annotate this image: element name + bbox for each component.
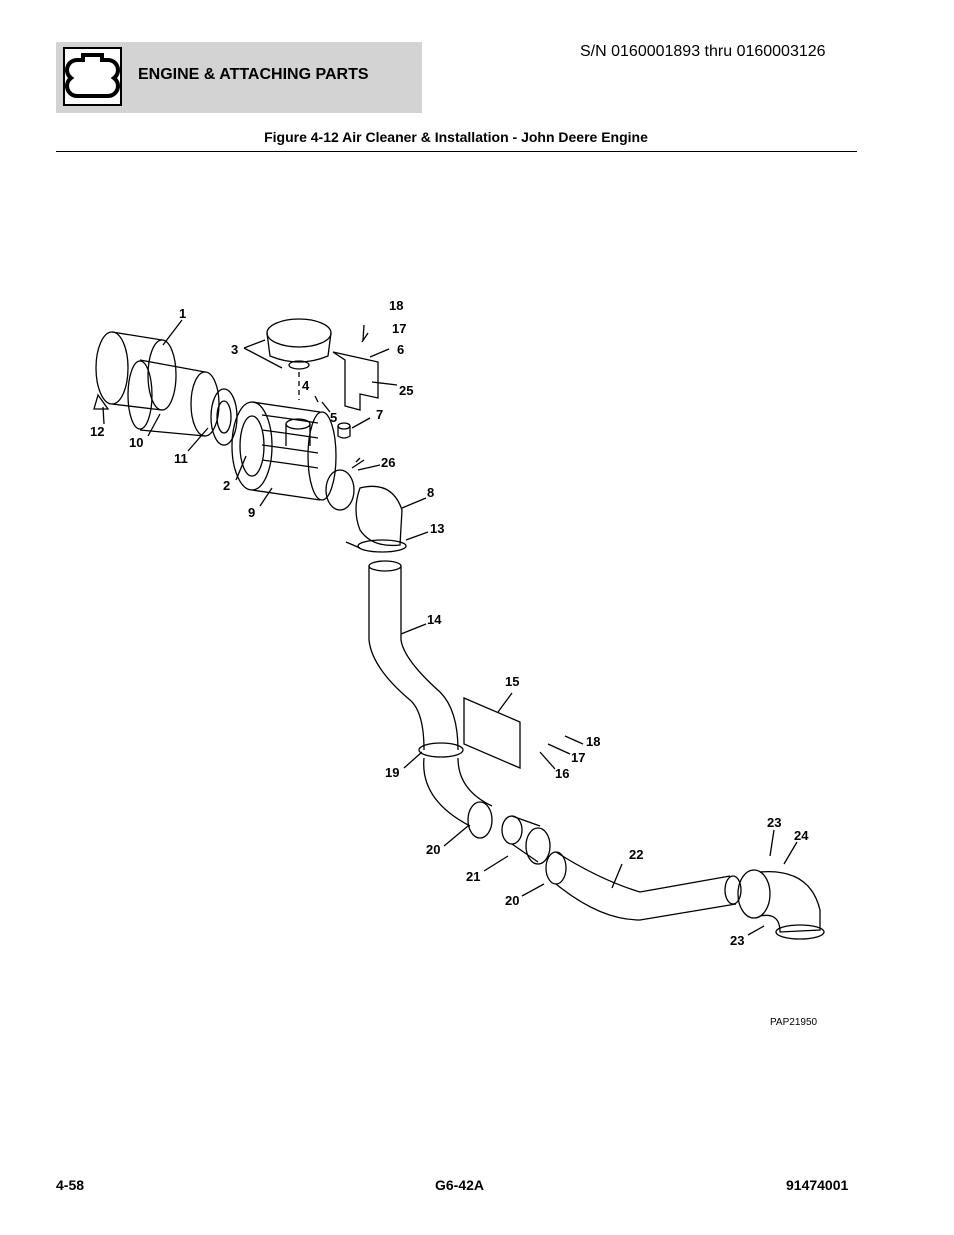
turbo-elbow-part bbox=[737, 869, 825, 940]
callout-label: 16 bbox=[555, 766, 569, 781]
callout-label: 14 bbox=[427, 612, 442, 627]
callout-label: 22 bbox=[629, 847, 643, 862]
callout-label: 24 bbox=[794, 828, 809, 843]
callout-label: 17 bbox=[392, 321, 406, 336]
outlet-tube-part bbox=[545, 851, 742, 921]
callout-label: 6 bbox=[397, 342, 404, 357]
body-outlet-part bbox=[285, 418, 311, 446]
callout-label: 9 bbox=[248, 505, 255, 520]
callout-label: 26 bbox=[381, 455, 395, 470]
hose-clamp-13-part bbox=[345, 539, 407, 553]
primary-element-part bbox=[127, 359, 220, 437]
figure-id: PAP21950 bbox=[770, 1017, 818, 1028]
callout-label: 23 bbox=[767, 815, 781, 830]
callout-label: 11 bbox=[174, 451, 188, 466]
title-divider bbox=[56, 151, 857, 152]
mount-bracket-part bbox=[332, 351, 379, 411]
section-title: ENGINE & ATTACHING PARTS bbox=[138, 66, 369, 83]
callout-label: 20 bbox=[505, 893, 519, 908]
callout-label: 1 bbox=[179, 306, 186, 321]
safety-element-part bbox=[210, 388, 238, 446]
callout-label: 18 bbox=[586, 734, 600, 749]
rubber-coupler-part bbox=[501, 815, 551, 865]
figure-title-text: Figure 4-12 Air Cleaner & Installation -… bbox=[264, 129, 648, 145]
callout-label: 20 bbox=[426, 842, 440, 857]
lower-bend-part bbox=[423, 757, 493, 839]
tube-bracket-part bbox=[418, 697, 521, 769]
callout-label: 12 bbox=[90, 424, 104, 439]
model-number: G6-42A bbox=[435, 1177, 485, 1193]
figure-title: Figure 4-12 Air Cleaner & Installation -… bbox=[0, 129, 954, 145]
callout-label: 13 bbox=[430, 521, 444, 536]
callout-label: 23 bbox=[730, 933, 744, 948]
page-number: 4-58 bbox=[56, 1177, 85, 1193]
callout-label: 21 bbox=[466, 869, 480, 884]
serial-number-range: S/N 0160001893 thru 0160003126 bbox=[580, 43, 826, 60]
callout-label: 3 bbox=[231, 342, 238, 357]
cleaner-body-part bbox=[231, 401, 337, 501]
callout-label: 8 bbox=[427, 485, 434, 500]
callout-label: 15 bbox=[505, 674, 519, 689]
vacuator-cap-part bbox=[266, 318, 332, 400]
callout-label: 25 bbox=[399, 383, 413, 398]
callout-label: 19 bbox=[385, 765, 399, 780]
intake-tube-part bbox=[368, 560, 459, 751]
callout-label: 10 bbox=[129, 435, 143, 450]
manual-part-number: 91474001 bbox=[786, 1177, 849, 1193]
callout-label: 17 bbox=[571, 750, 585, 765]
callout-label: 7 bbox=[376, 407, 383, 422]
callout-label: 18 bbox=[389, 298, 403, 313]
callout-label: 4 bbox=[302, 378, 310, 393]
engine-block-icon bbox=[63, 47, 122, 106]
elbow-clamp-part bbox=[325, 457, 403, 547]
callout-label: 5 bbox=[330, 410, 337, 425]
callout-label: 2 bbox=[223, 478, 230, 493]
leader-lines bbox=[102, 319, 798, 936]
cleaner-cover-part bbox=[93, 331, 177, 411]
restriction-indicator-part bbox=[337, 422, 351, 439]
